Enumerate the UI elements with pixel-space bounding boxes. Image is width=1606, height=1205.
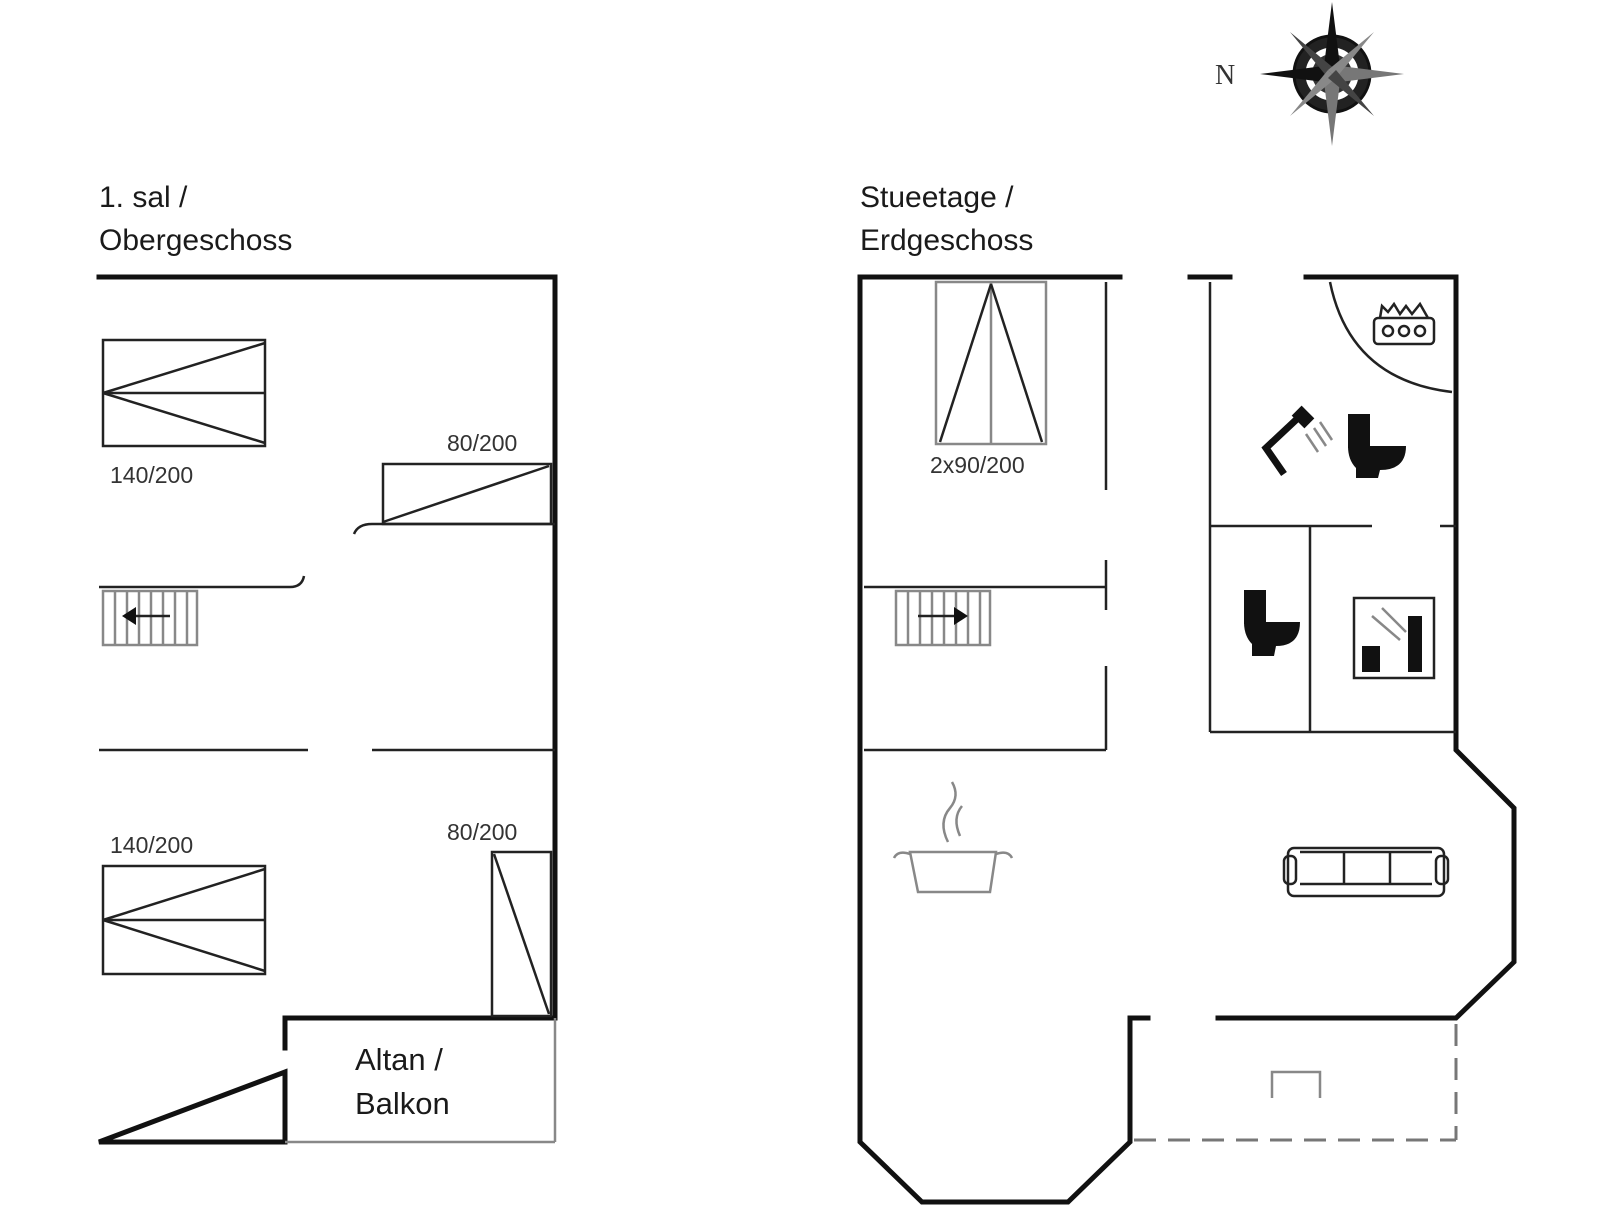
bed-size-label: 80/200 (447, 819, 517, 845)
double-bed-icon (101, 864, 267, 976)
ground-floor-outer-wall (1215, 274, 1517, 1021)
balcony-label-line1: Altan / (355, 1042, 443, 1077)
terrace-table-icon (1270, 1070, 1322, 1098)
upper-floor-title-line1: 1. sal / (99, 181, 188, 214)
ground-floor-plan: Stueetage / Erdgeschoss 2x90/200 (857, 181, 1517, 1205)
bed-size-label: 140/200 (110, 832, 193, 858)
ground-floor-title-line2: Erdgeschoss (860, 224, 1033, 257)
toilet-icon (1348, 414, 1406, 478)
interior-wall (99, 575, 306, 589)
washing-machine-icon (1352, 596, 1436, 680)
balcony-label-line2: Balkon (355, 1086, 450, 1121)
sauna-icon (1372, 301, 1436, 346)
bed-size-label: 140/200 (110, 462, 193, 488)
door-swing (1328, 281, 1453, 394)
ground-floor-outer-wall (857, 274, 1151, 1205)
sofa-icon (1282, 846, 1450, 898)
upper-floor-plan: 1. sal / Obergeschoss 140/200 80/200 (96, 181, 558, 1145)
toilet-icon (1244, 590, 1300, 656)
staircase-icon (101, 589, 199, 647)
upper-floor-title-line2: Obergeschoss (99, 224, 292, 257)
interior-wall (352, 522, 555, 535)
kitchen-icon (892, 781, 1014, 894)
compass-north-label: N (1215, 60, 1235, 91)
double-bed-icon (101, 338, 267, 448)
upper-floor-outer-wall (96, 274, 558, 1145)
staircase-icon (894, 589, 992, 647)
compass-rose-icon: N (1215, 2, 1404, 146)
bed-size-label: 80/200 (447, 430, 517, 456)
single-bed-icon (381, 462, 553, 526)
bed-size-label: 2x90/200 (930, 452, 1025, 478)
single-bed-icon (490, 850, 553, 1018)
ground-floor-title-line1: Stueetage / (860, 181, 1014, 214)
shower-icon (1261, 405, 1334, 476)
twin-bed-icon (934, 280, 1048, 446)
